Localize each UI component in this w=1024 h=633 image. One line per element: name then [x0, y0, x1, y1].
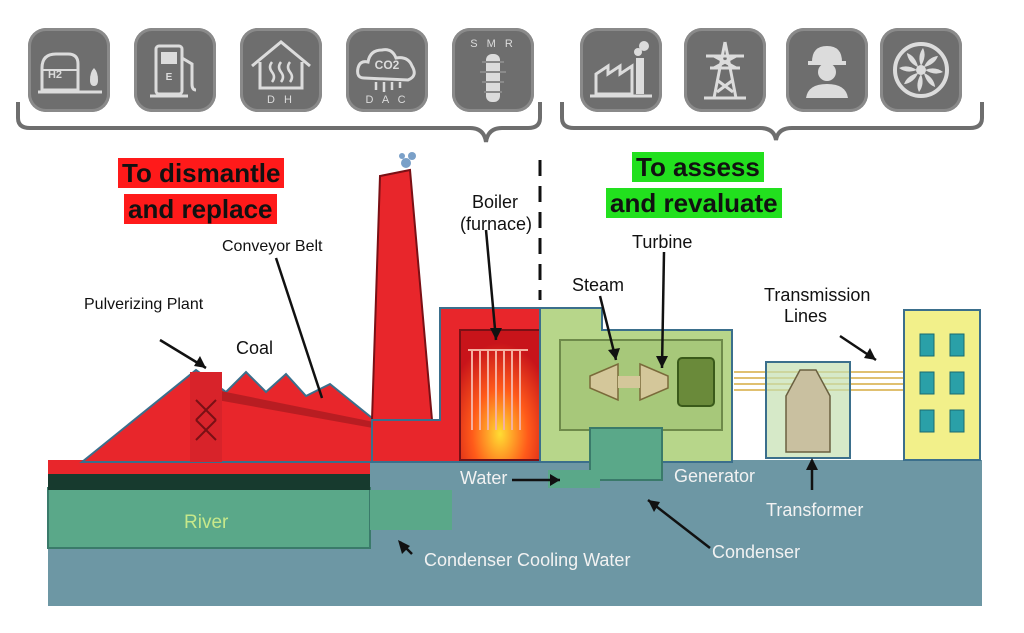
small-modular-reactor-icon — [480, 54, 506, 102]
h2-text: H2 — [47, 69, 63, 81]
factory-icon — [590, 41, 652, 98]
generator-box — [677, 357, 715, 407]
icon-tile-h2: H2 — [28, 28, 110, 112]
river-band — [47, 487, 371, 549]
co2-text: CO2 — [374, 58, 400, 72]
boiler-label-line1: Boiler — [472, 192, 519, 212]
river-label: River — [184, 512, 229, 533]
smr-caption: S M R — [470, 38, 516, 50]
icon-tile-factory — [580, 28, 662, 112]
ev-charging-icon — [150, 44, 197, 98]
icon-tile-dh: D H — [240, 28, 322, 112]
icon-tile-worker — [786, 28, 868, 112]
condenser-label: Condenser — [712, 542, 801, 562]
pulverizer-tower — [190, 372, 222, 462]
water-label: Water — [460, 468, 508, 488]
icon-tile-smr: S M R — [452, 28, 534, 112]
transformer-label: Transformer — [766, 500, 864, 520]
conveyor-belt-label: Conveyor Belt — [222, 238, 323, 255]
right-brace — [560, 102, 984, 141]
conveyor — [206, 388, 384, 430]
left-brace — [16, 102, 542, 143]
building-windows — [919, 333, 965, 433]
district-heating-icon — [251, 40, 311, 90]
steam-label: Steam — [572, 275, 625, 295]
icon-tile-ev: E — [134, 28, 216, 112]
turbine-fan-icon — [893, 42, 949, 98]
transmission-label-line1: Transmission — [764, 285, 871, 305]
dh-caption: D H — [267, 94, 295, 106]
city-building — [903, 309, 981, 461]
icon-tile-dac: CO2 D A C — [346, 28, 428, 112]
co2-capture-icon — [356, 48, 416, 92]
assess-banner-line2: and revaluate — [606, 188, 782, 218]
generator-label: Generator — [674, 466, 756, 486]
ev-text: E — [165, 72, 173, 83]
boiler-label-line2: (furnace) — [460, 214, 533, 234]
condenser-unit — [589, 427, 663, 481]
transformer-body — [785, 369, 831, 453]
soil-red — [48, 460, 370, 474]
icon-tile-pylon — [684, 28, 766, 112]
dismantle-banner-line1: To dismantle — [118, 158, 285, 188]
condenser-cooling-water-label: Condenser Cooling Water — [424, 550, 631, 570]
intake-channel — [370, 490, 452, 530]
dismantle-banner-line2: and replace — [124, 194, 277, 224]
transmission-label-line2: Lines — [784, 306, 828, 326]
chimney — [370, 168, 434, 421]
boiler-furnace — [459, 329, 541, 461]
turbine-label: Turbine — [632, 232, 693, 252]
pulverizing-plant-label: Pulverizing Plant — [84, 296, 204, 313]
icon-tile-fan — [880, 28, 962, 112]
hydrogen-tank-icon — [38, 52, 102, 94]
transmission-tower-icon — [704, 41, 746, 100]
worker-icon — [806, 46, 848, 98]
assess-banner-line1: To assess — [632, 152, 764, 182]
dac-caption: D A C — [365, 94, 409, 106]
coal-label: Coal — [236, 338, 274, 358]
arrowheads — [194, 328, 876, 554]
soil-dark — [48, 474, 370, 490]
